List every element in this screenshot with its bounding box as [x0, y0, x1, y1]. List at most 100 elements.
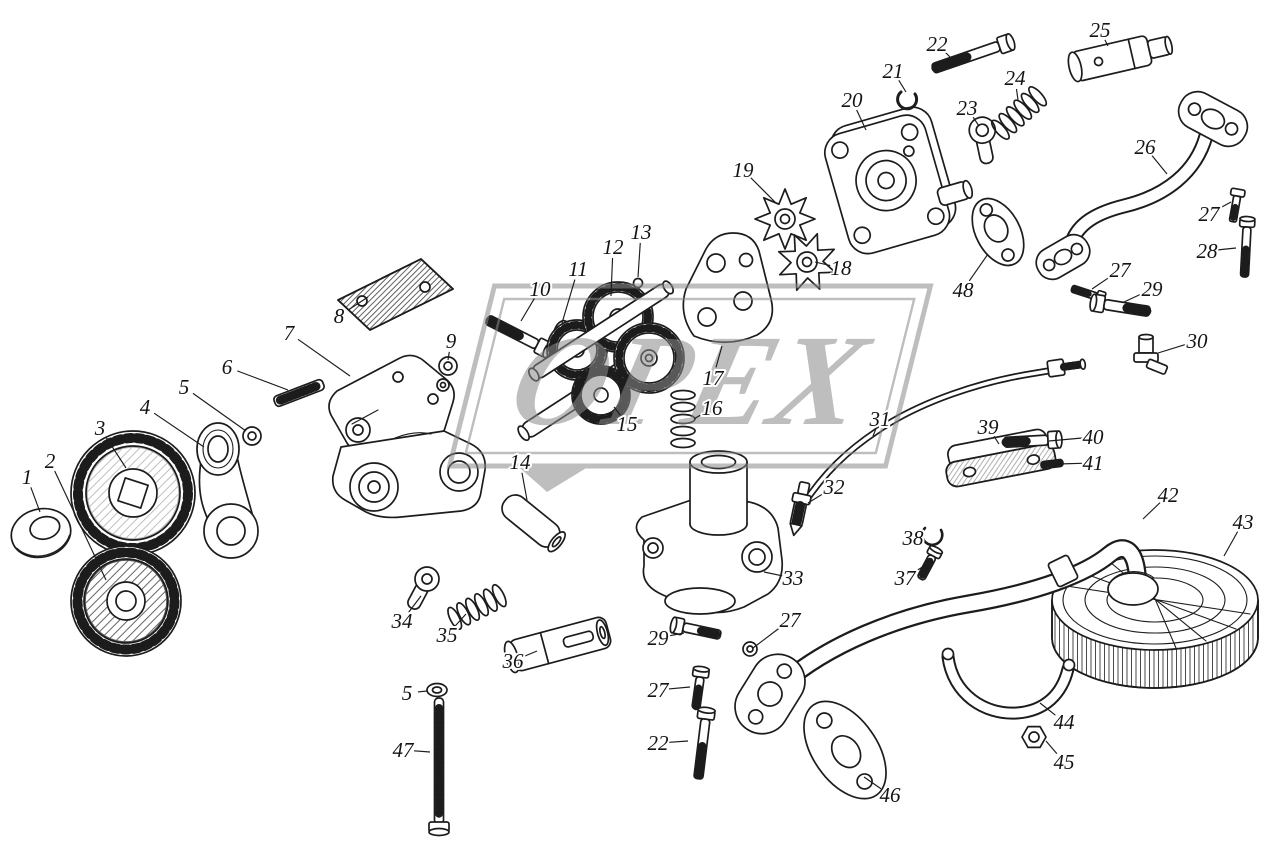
part-number-27: 27	[780, 608, 803, 632]
leader-line	[237, 370, 289, 391]
part-47-long-bolt	[428, 697, 450, 837]
part-number-38: 38	[902, 526, 925, 550]
part-37-bolt	[917, 544, 944, 581]
part-number-18: 18	[831, 256, 853, 280]
part-20-pump-cover-housing	[823, 106, 974, 255]
part-38-snap-ring	[920, 526, 944, 547]
part-number-30: 30	[1186, 329, 1209, 353]
leader-line	[1223, 531, 1239, 557]
part-number-12: 12	[603, 235, 625, 259]
leader-line	[521, 472, 528, 501]
leader-line	[153, 412, 205, 448]
part-6-stud	[273, 378, 325, 408]
part-27-bolt	[1228, 187, 1246, 223]
leader-line	[1091, 275, 1112, 290]
part-number-47: 47	[393, 738, 416, 762]
part-number-41: 41	[1083, 451, 1104, 475]
part-21-snap-ring	[896, 90, 919, 111]
part-43-oil-strainer	[1051, 549, 1259, 689]
leader-line	[913, 565, 925, 573]
part-number-31: 31	[869, 407, 891, 431]
leader-line	[1057, 462, 1083, 465]
leader-line	[413, 750, 431, 753]
leader-line	[814, 261, 831, 267]
part-30-elbow-fitting	[1133, 333, 1169, 375]
part-22-bolt	[931, 33, 1016, 74]
part-27-washer	[742, 641, 758, 657]
leader-line	[1157, 343, 1187, 354]
leader-line	[668, 740, 689, 743]
part-34-tab-washer	[407, 566, 440, 610]
part-number-44: 44	[1054, 710, 1076, 734]
leader-line	[863, 776, 882, 790]
part-number-40: 40	[1083, 425, 1105, 449]
part-27-bolt-3	[691, 665, 711, 711]
leader-line	[763, 571, 783, 577]
part-number-4: 4	[140, 395, 151, 419]
part-18-star-gear	[777, 232, 837, 292]
part-number-6: 6	[222, 355, 233, 379]
part-number-28: 28	[1197, 239, 1219, 263]
part-number-labels: 1234567891011121314151617181920212223242…	[20, 16, 1256, 809]
part-23-tab-washer	[968, 116, 997, 165]
part-number-45: 45	[1054, 750, 1075, 774]
leader-line	[520, 298, 535, 322]
part-35-spring	[447, 583, 507, 631]
part-5-washer-2	[426, 682, 448, 698]
leader-line	[447, 351, 450, 361]
part-46-gasket	[803, 700, 887, 800]
watermark-fold	[517, 466, 590, 492]
leader-line	[968, 253, 989, 282]
part-number-39: 39	[977, 415, 1000, 439]
part-number-10: 10	[530, 277, 552, 301]
part-number-2: 2	[45, 449, 56, 473]
part-number-37: 37	[894, 566, 918, 590]
part-number-17: 17	[703, 366, 726, 390]
part-25-valve-piston	[1067, 35, 1174, 83]
part-number-14: 14	[510, 450, 532, 474]
leader-line	[898, 80, 907, 93]
part-43-strainer-cap	[1107, 571, 1159, 606]
part-number-19: 19	[733, 158, 755, 182]
part-number-27: 27	[648, 678, 671, 702]
leader-line	[522, 650, 538, 658]
watermark: ОРЕХ	[446, 283, 934, 492]
part-number-11: 11	[568, 257, 587, 281]
part-number-46: 46	[880, 783, 902, 807]
part-number-29: 29	[648, 626, 670, 650]
leader-line	[1045, 740, 1058, 755]
leader-line	[693, 413, 703, 420]
part-number-20: 20	[842, 88, 864, 112]
part-number-42: 42	[1158, 483, 1180, 507]
part-number-36: 36	[502, 649, 525, 673]
part-number-16: 16	[702, 396, 724, 420]
part-45-nut	[1021, 725, 1047, 749]
part-33-pump-bracket	[635, 450, 784, 615]
leader-line	[637, 242, 641, 278]
leader-line	[1151, 155, 1168, 175]
leader-line	[752, 626, 782, 649]
leader-line	[30, 487, 41, 513]
part-44-clamp-strap	[941, 647, 1076, 720]
leader-line	[1217, 247, 1237, 251]
part-number-48: 48	[953, 278, 975, 302]
part-number-5: 5	[402, 681, 413, 705]
leader-line	[668, 632, 685, 637]
leader-line	[750, 177, 777, 204]
leader-line	[1048, 437, 1083, 442]
part-24-spring	[990, 86, 1048, 140]
part-14-shaft-pin	[501, 494, 566, 553]
leader-line	[715, 345, 723, 368]
part-number-24: 24	[1005, 66, 1027, 90]
part-number-26: 26	[1135, 135, 1157, 159]
leader-line	[54, 470, 107, 581]
part-5-washer	[242, 426, 262, 446]
leader-line	[1218, 201, 1232, 210]
leader-line	[347, 296, 369, 311]
part-36-valve-tappet	[503, 616, 612, 674]
part-number-27: 27	[1110, 258, 1133, 282]
part-number-1: 1	[22, 465, 33, 489]
leader-line	[807, 492, 825, 504]
part-2-driven-gear	[70, 545, 182, 657]
